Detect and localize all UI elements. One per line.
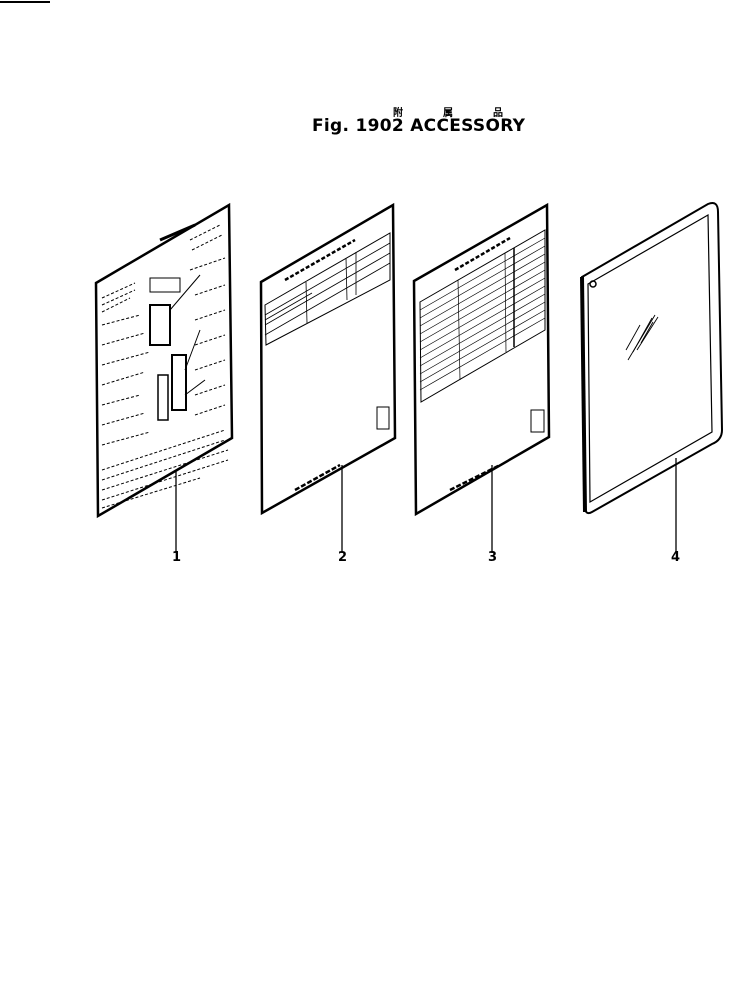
callout-2: 2 bbox=[338, 550, 348, 565]
title-jp-char: 品 bbox=[493, 108, 503, 119]
callout-3: 3 bbox=[488, 550, 498, 565]
part-1-lubrication-chart bbox=[94, 202, 234, 553]
title-jp-char: 附 bbox=[393, 108, 403, 119]
figure-title: Fig. 1902 ACCESSORY bbox=[312, 116, 526, 136]
part-3-table-sheet bbox=[412, 202, 551, 553]
figure-title-japanese: 附 属 品 bbox=[393, 104, 503, 119]
callout-1: 1 bbox=[172, 550, 182, 565]
title-jp-char: 属 bbox=[443, 108, 453, 119]
part-4-frame bbox=[580, 202, 724, 553]
callout-4: 4 bbox=[671, 550, 681, 565]
part-2-table-sheet bbox=[259, 202, 397, 553]
